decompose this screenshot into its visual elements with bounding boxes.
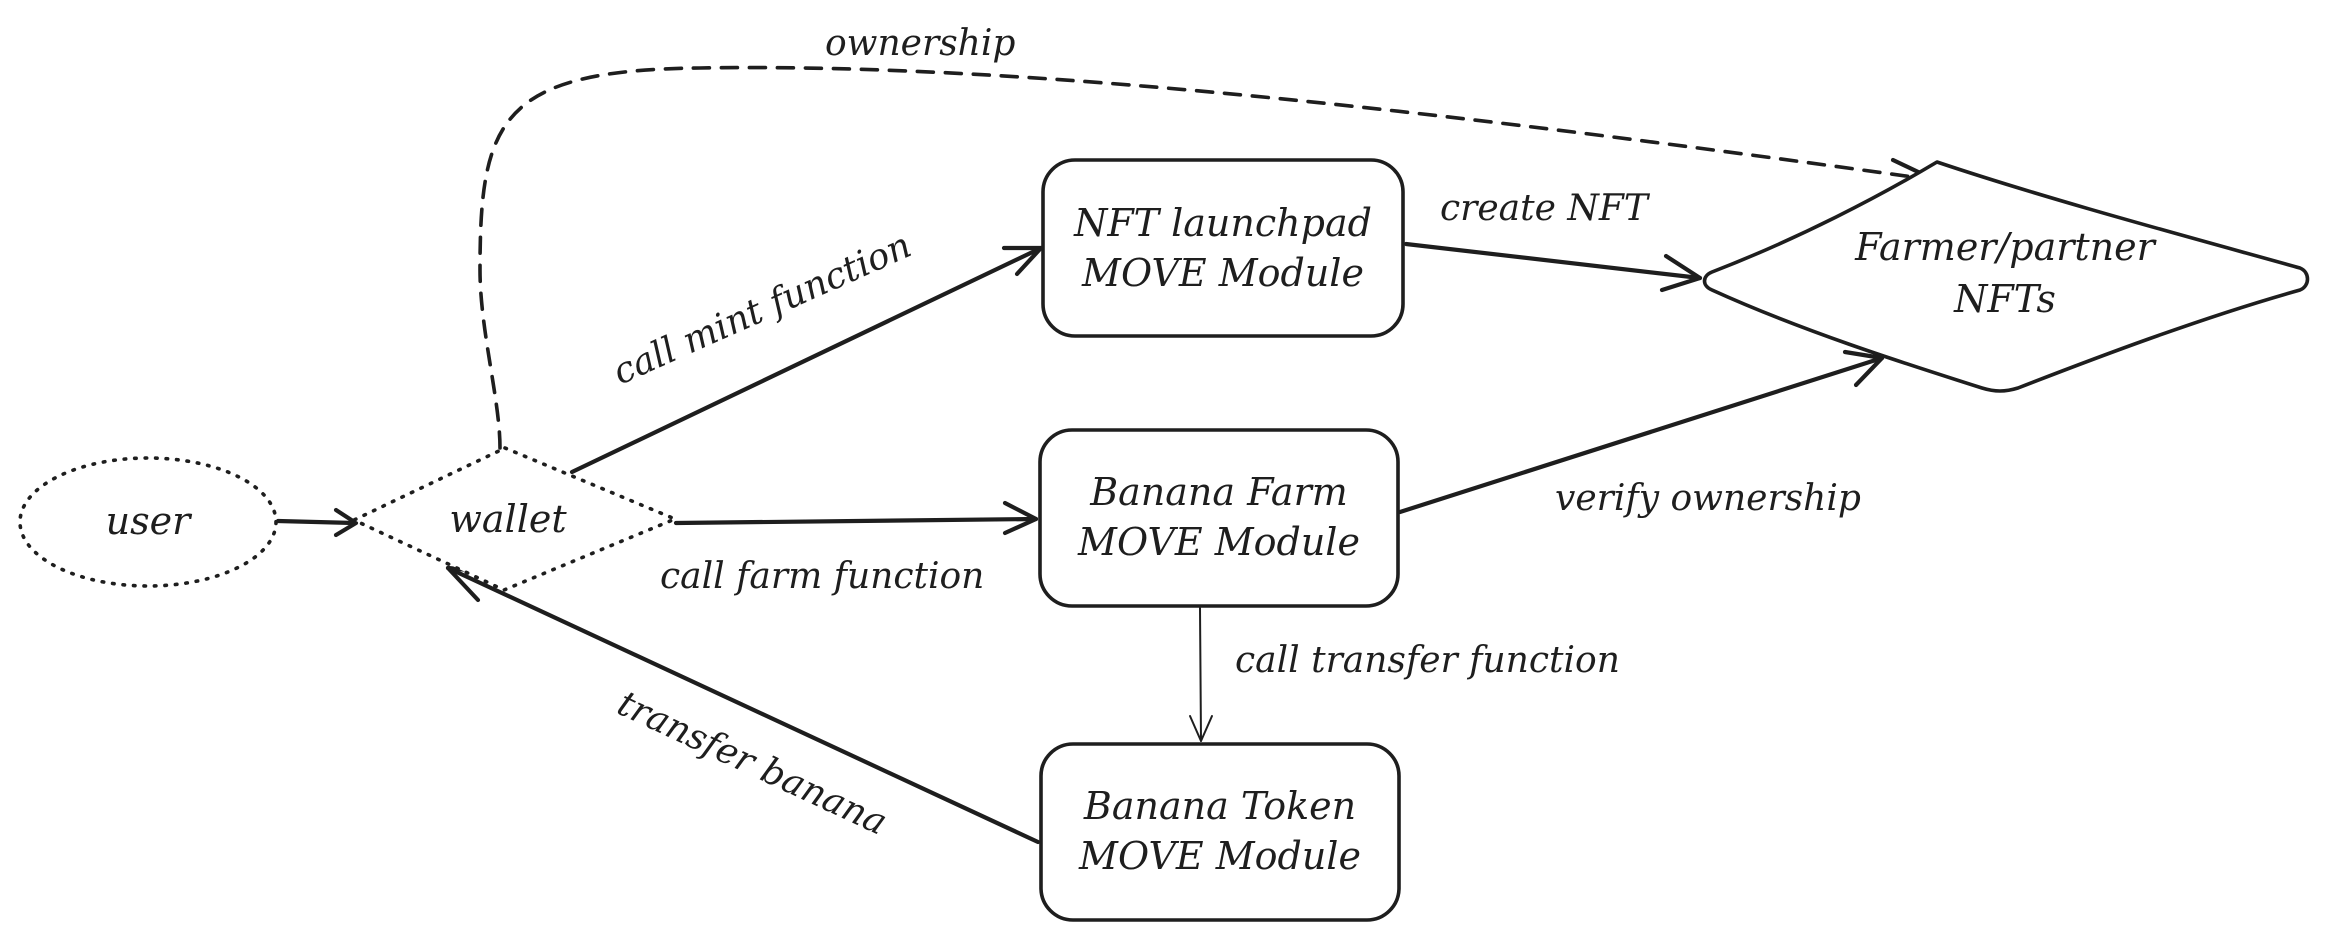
wallet-node: wallet (349, 446, 680, 592)
transfer-banana-arrow (445, 565, 1041, 845)
create-nft-arrow (1403, 241, 1703, 281)
banana-farm-label-line2: MOVE Module (1077, 520, 1360, 564)
ownership-label: ownership (825, 23, 1015, 64)
call-transfer-arrow (1199, 607, 1202, 742)
call-transfer-label: call transfer function (1235, 640, 1620, 681)
create-nft-arrowhead (1659, 253, 1703, 293)
nft-launchpad-label-line2: MOVE Module (1081, 251, 1364, 295)
verify-ownership-label: verify ownership (1555, 478, 1861, 519)
nfts-label-line2: NFTs (1953, 277, 2056, 321)
banana-farm-node: Banana Farm MOVE Module (1038, 428, 1400, 608)
user-to-wallet-arrow (275, 518, 357, 526)
banana-token-label-line1: Banana Token (1083, 784, 1356, 828)
call-mint-arrowhead (1001, 245, 1044, 277)
call-farm-arrowhead (1002, 500, 1039, 536)
nft-launchpad-label-line1: NFT launchpad (1073, 201, 1372, 245)
ownership-arrow (478, 65, 1937, 450)
nfts-node: Farmer/partner NFTs (1702, 160, 2310, 393)
user-label: user (106, 499, 193, 543)
banana-farm-label-line1: Banana Farm (1089, 470, 1348, 514)
wallet-label: wallet (449, 497, 567, 541)
banana-token-node: Banana Token MOVE Module (1039, 742, 1401, 922)
call-mint-arrow (569, 245, 1044, 475)
nfts-label-line1: Farmer/partner (1854, 225, 2157, 269)
nft-launchpad-node: NFT launchpad MOVE Module (1041, 158, 1405, 338)
verify-ownership-arrowhead (1842, 349, 1885, 388)
call-transfer-arrowhead (1189, 715, 1213, 742)
banana-token-label-line2: MOVE Module (1078, 834, 1361, 878)
user-node: user (18, 456, 278, 588)
user-to-wallet-arrowhead (333, 507, 359, 538)
call-farm-arrow (673, 516, 1039, 526)
create-nft-label: create NFT (1440, 188, 1651, 229)
call-farm-label: call farm function (660, 556, 984, 597)
verify-ownership-arrow (1397, 355, 1885, 515)
call-mint-label: call mint function (607, 225, 917, 393)
